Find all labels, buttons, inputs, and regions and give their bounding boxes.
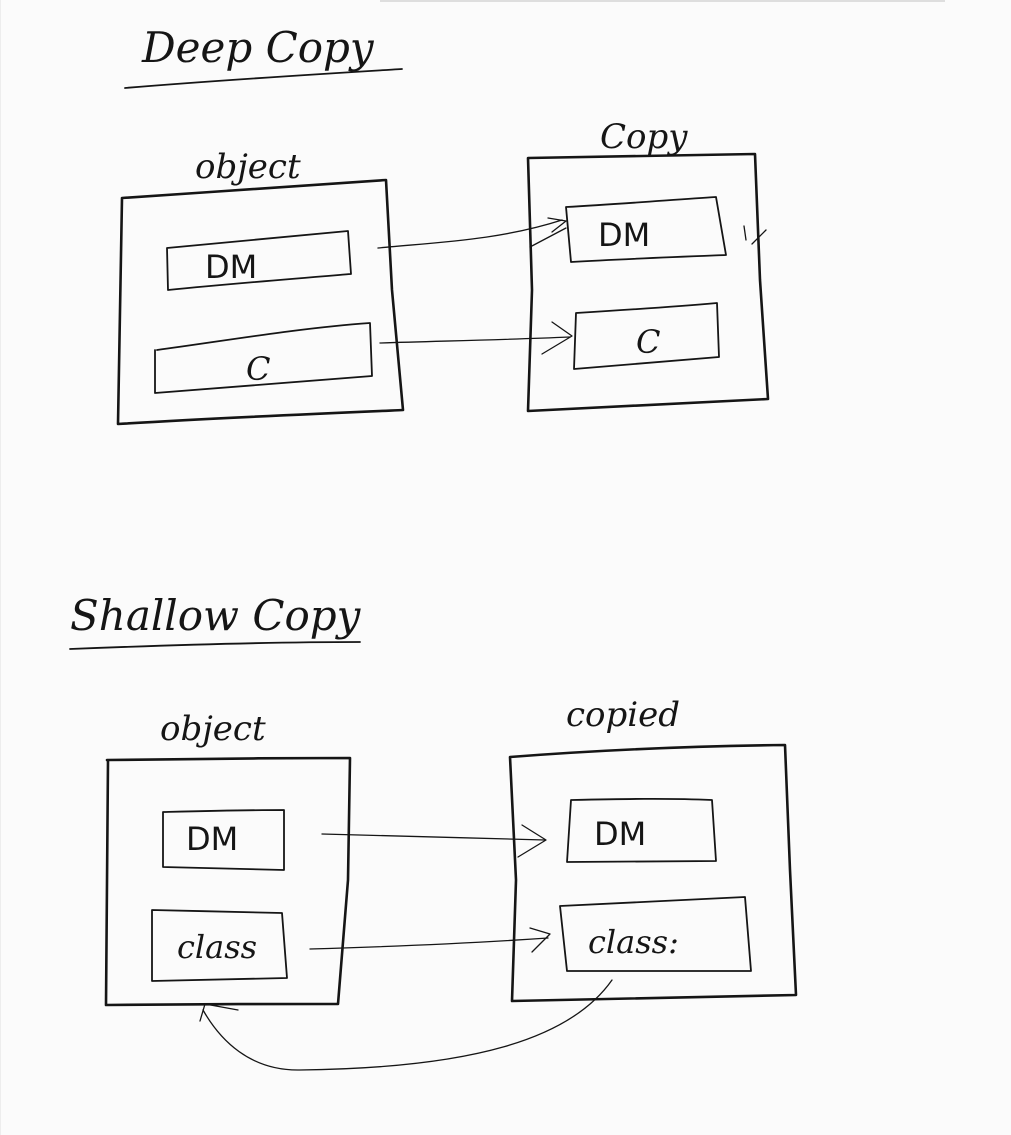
deep-target-field-c-box [573,302,720,370]
shallow-arrow-class [309,937,549,950]
deep-arrow-c-head [541,321,573,355]
shallow-source-field-dm: DM [186,820,238,858]
deep-target-label: Copy [600,117,688,157]
shallow-target-field-dm: DM [594,815,646,853]
deep-tick-mark [743,225,767,245]
shallow-source-field-dm-box [162,809,285,871]
shallow-source-field-class: class [177,928,257,966]
shallow-copy-title-underline [69,641,361,650]
deep-source-field-dm-box [166,230,352,291]
deep-arrow-c [379,336,571,344]
shallow-copy-title: Shallow Copy [70,591,362,640]
deep-source-label: object [195,147,301,187]
deep-copy-title-underline [124,68,403,89]
deep-arrow-dm-head [529,217,567,248]
deep-copy-section: Deep Copy object DM C Copy DM C [116,23,770,426]
deep-target-field-c: C [636,323,660,361]
shallow-source-label: object [160,709,266,749]
shallow-target-field-class: class: [588,923,679,961]
shallow-copy-section: Shallow Copy object DM class copied DM c… [69,591,798,1071]
deep-source-object-box [116,178,405,426]
shallow-target-object-box [508,743,798,1003]
shallow-arrow-dm [321,833,546,841]
deep-target-object-box [526,152,770,413]
shallow-arrow-class-head [529,927,551,953]
shallow-shared-reference-curve [202,979,613,1071]
shallow-shared-reference-head [199,1003,239,1022]
shallow-target-field-class-box [559,896,752,972]
shallow-source-field-class-box [151,909,288,982]
deep-target-field-dm-box [565,196,727,263]
shallow-target-field-dm-box [566,797,717,863]
deep-target-field-dm: DM [598,216,650,254]
deep-copy-title: Deep Copy [141,23,375,72]
deep-source-field-dm: DM [205,248,257,286]
shallow-arrow-dm-head [517,824,547,858]
shallow-target-label: copied [566,695,680,735]
deep-source-field-c-box [154,322,373,394]
deep-arrow-dm [377,219,563,249]
shallow-source-object-box [104,756,352,1007]
deep-source-field-c: C [246,350,270,388]
